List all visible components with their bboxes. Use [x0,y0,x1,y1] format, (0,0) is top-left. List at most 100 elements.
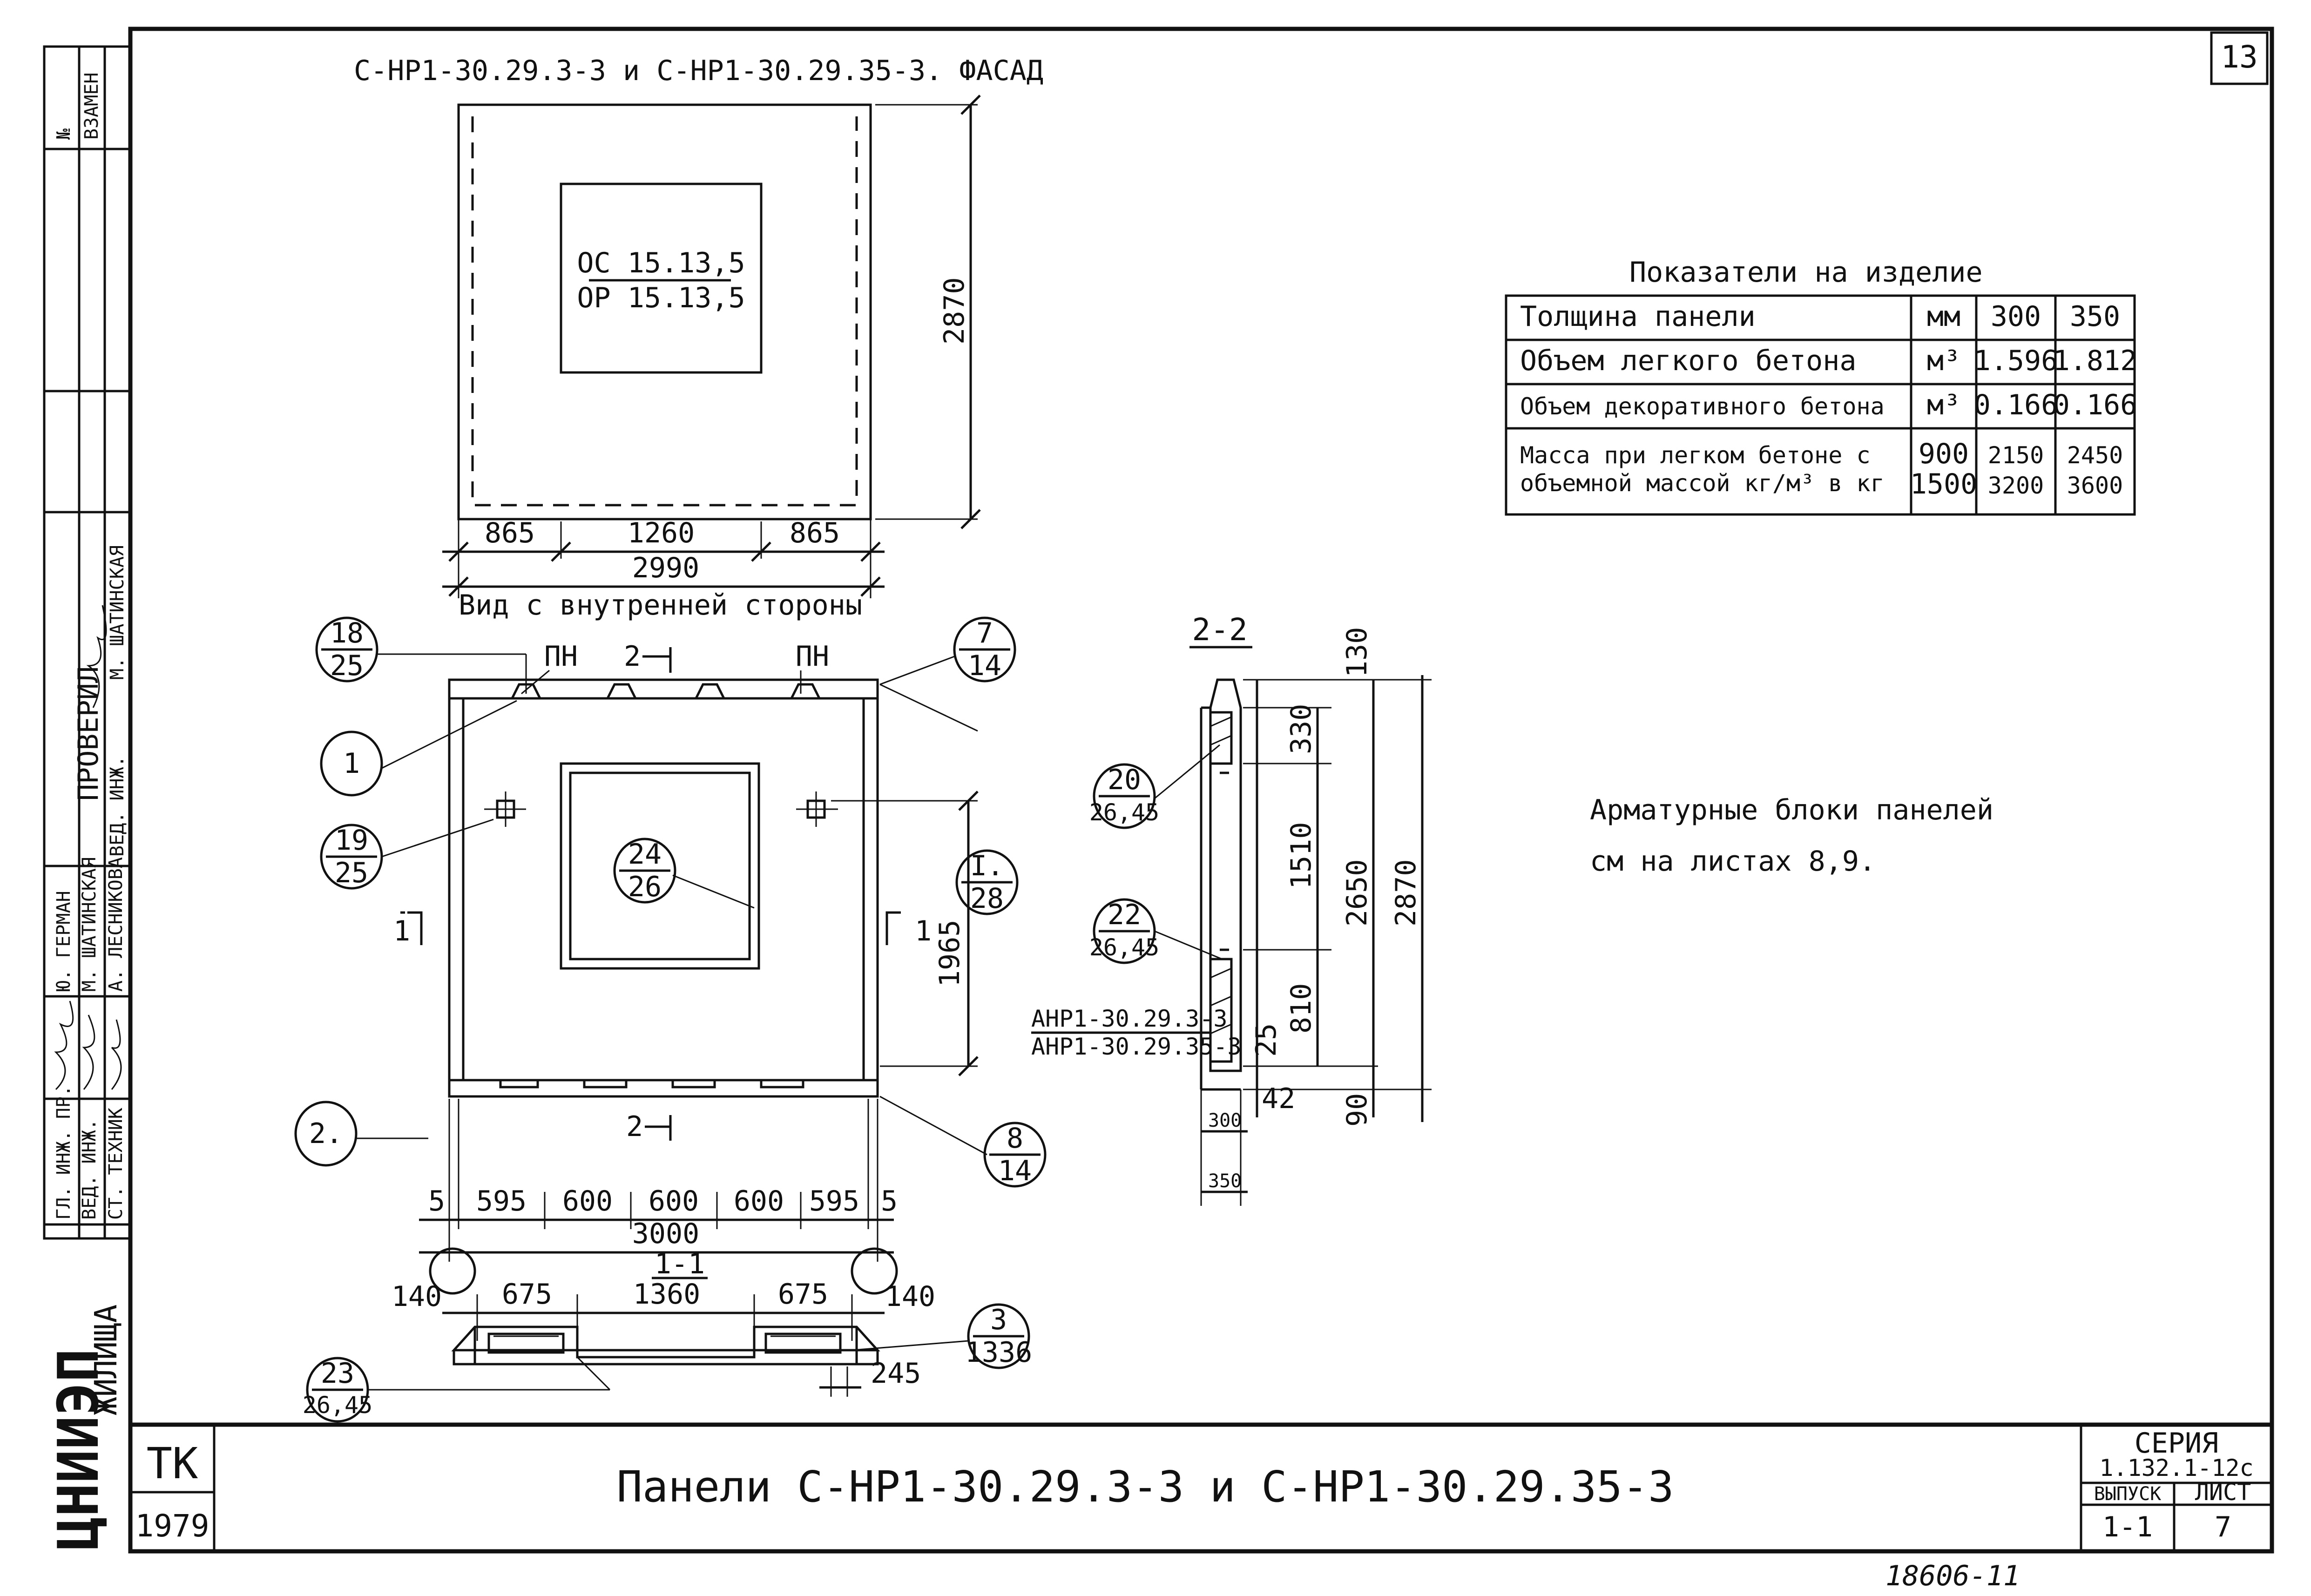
pn-label-left: ПН [544,640,578,673]
svg-text:18: 18 [330,617,364,649]
seria-value: 1.132.1-12с [2099,1454,2253,1481]
svg-text:26,45: 26,45 [1089,934,1160,961]
vypusk-value: 1-1 [2102,1511,2153,1543]
seria-label: СЕРИЯ [2135,1427,2219,1460]
callout-22-2645: 22 26,45 [1089,898,1223,964]
svg-text:26,45: 26,45 [1089,799,1160,826]
s22-thickness-350: 350 [1208,1170,1242,1192]
callout-2: 2. [294,1101,428,1167]
s11-dim-0: 140 [392,1280,442,1313]
inner-dim-5: 595 [809,1185,859,1217]
s11-dim-4: 140 [885,1280,935,1313]
sheet-number: 13 [2221,39,2257,75]
pn-label-right: ПН [796,640,829,673]
inner-dim-4: 600 [734,1185,784,1217]
callout-20-2645: 20 26,45 [1089,744,1220,829]
svg-text:26: 26 [628,871,662,903]
s11-dim-1: 675 [502,1278,552,1311]
svg-text:3: 3 [990,1304,1007,1336]
svg-text:1336: 1336 [965,1336,1033,1369]
role-2: ВЕД. ИНЖ. [79,1119,100,1220]
mass-v300-1: 2150 [1988,442,2044,469]
section-2-bottom: 2 [626,1110,643,1143]
facade-view: С-НР1-30.29.3-3 и С-НР1-30.29.35-3. ФАСА… [354,54,1043,598]
row1-unit: м³ [1927,345,1960,377]
callout-23-2645: 23 26,45 [303,1356,611,1423]
inner-dim-2: 600 [562,1185,613,1217]
svg-text:2.: 2. [309,1117,343,1150]
checker-name: М. ШАТИНСКАЯ [107,545,128,680]
block-label-1: АНР1-30.29.3-3 [1031,1005,1227,1032]
mass-v350-1: 2450 [2067,442,2123,469]
inner-dim-3: 600 [649,1185,699,1217]
zamen-no: № [53,128,74,140]
row0-v300: 300 [1991,300,2041,333]
s22-dim-1510: 1510 [1285,822,1318,890]
s22-dim-42: 42 [1262,1082,1295,1115]
mass-v350-2: 3600 [2067,472,2123,499]
s22-dim-130: 130 [1341,627,1373,677]
mass-name-2: объемной массой кг/м³ в кг [1520,470,1885,497]
svg-text:28: 28 [970,882,1004,915]
section-1-right: 1 [915,915,932,947]
section-2-2-label: 2-2 [1192,612,1247,648]
footer-note: 18606-11 [1885,1560,2020,1592]
svg-text:1: 1 [343,747,360,780]
support-left [429,1247,476,1295]
sheet-number-box [2210,31,2269,85]
checker-signature [86,605,107,708]
support-right [851,1247,898,1295]
facade-height: 2870 [938,277,971,345]
callout-8-14: 8 14 [879,1096,1047,1188]
inner-view-title: Вид с внутренней стороны [459,589,862,622]
inner-dim-6: 5 [881,1185,898,1217]
note-line-2: см на листах 8,9. [1590,845,1876,878]
inner-window-inner [569,771,751,960]
callout-1: 1 [320,700,517,797]
mass-density-2: 1500 [1910,468,1978,500]
signature-2 [82,1014,95,1090]
callout-3-1336: 3 1336 [851,1303,1033,1369]
s11-dim-2: 1360 [633,1278,701,1311]
s11-dim-3: 675 [778,1278,828,1311]
facade-total-width: 2990 [632,552,700,584]
svg-text:25: 25 [330,649,364,682]
note-line-1: Арматурные блоки панелей [1590,794,1993,826]
inner-window-outer [560,762,760,970]
block-label-2: АНР1-30.29.35-3 [1031,1033,1242,1060]
name-1: Ю. ГЕРМАН [53,891,74,992]
list-value: 7 [2215,1511,2231,1543]
section-1-left: 1 [393,915,410,947]
row2-name: Объем декоративного бетона [1520,393,1885,420]
inner-view: Вид с внутренней стороны ПН ПН 2 2 [294,589,1047,1295]
svg-text:25: 25 [335,857,368,889]
svg-text:22: 22 [1108,899,1141,931]
mass-name-1: Масса при легком бетоне с [1520,442,1871,469]
window-mark-bottom: ОР 15.13,5 [577,282,745,314]
callout-I-28: I. 28 [955,849,1019,915]
svg-text:20: 20 [1108,764,1141,796]
name-2: М. ШАТИНСКАЯ [79,857,100,992]
s22-dim-90: 90 [1341,1093,1373,1127]
inner-height: 1965 [933,920,966,987]
s22-dim-25: 25 [1250,1023,1283,1057]
signature-3 [111,1019,122,1090]
s22-dim-330: 330 [1285,704,1318,754]
callout-24-26: 24 26 [613,838,755,909]
callout-7-14: 7 14 [879,616,1016,685]
facade-window [560,183,763,374]
left-stamp-strip: № ВЗАМЕН ПРОВЕРИЛ ВЕД. ИНЖ. М. ШАТИНСКАЯ… [43,45,132,1550]
role-3: СТ. ТЕХНИК [105,1108,127,1220]
inner-dim-1: 595 [476,1185,527,1217]
s11-dim-245: 245 [871,1357,921,1390]
row0-unit: мм [1927,300,1960,333]
role-1: ГЛ. ИНЖ. ПР. [53,1085,74,1220]
facade-dim-left: 865 [485,517,535,549]
section-1-1-profile [451,1325,880,1359]
svg-text:14: 14 [968,649,1001,682]
row1-name: Объем легкого бетона [1520,345,1856,377]
s22-dim-2870: 2870 [1390,859,1422,927]
facade-outline [457,103,872,521]
facade-dim-mid: 1260 [628,517,695,549]
svg-text:14: 14 [998,1155,1032,1187]
